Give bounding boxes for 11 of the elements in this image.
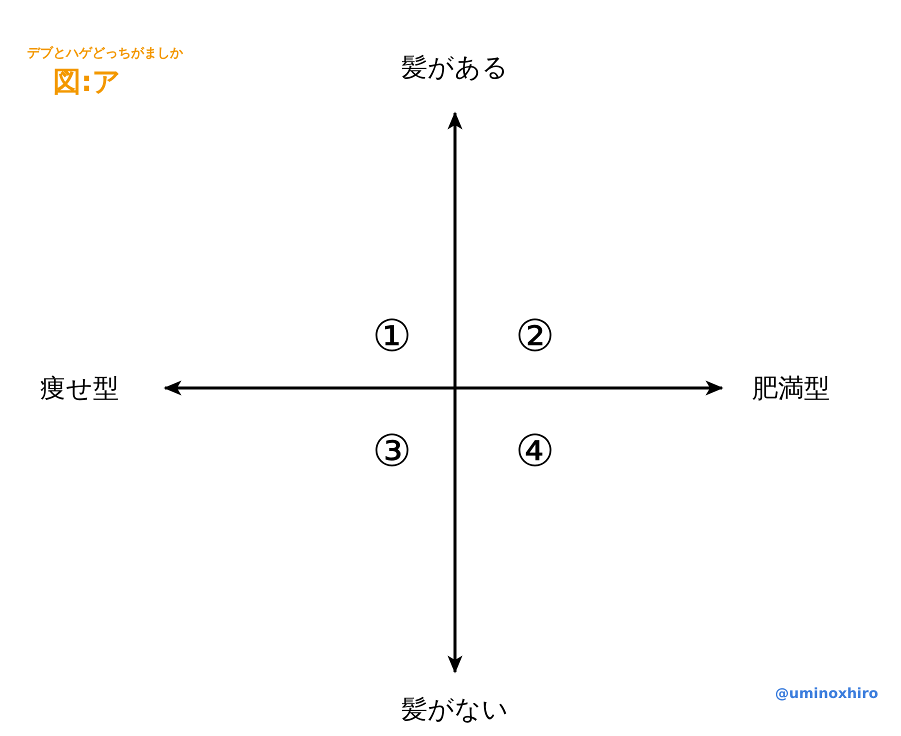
figure-label: 図:ア: [53, 68, 122, 96]
axis-label: 髪がある: [402, 55, 508, 81]
title: デブとハゲどっちがましか: [27, 47, 183, 60]
quadrant-number: ①: [372, 315, 412, 359]
axis-label: 肥満型: [752, 376, 830, 402]
axis-label: 髪がない: [402, 697, 508, 723]
author-handle: @uminoxhiro: [775, 687, 878, 701]
axis-label: 痩せ型: [40, 376, 119, 402]
quadrant-number: ②: [515, 315, 555, 359]
quadrant-number: ③: [372, 430, 412, 474]
quadrant-number: ④: [515, 430, 555, 474]
